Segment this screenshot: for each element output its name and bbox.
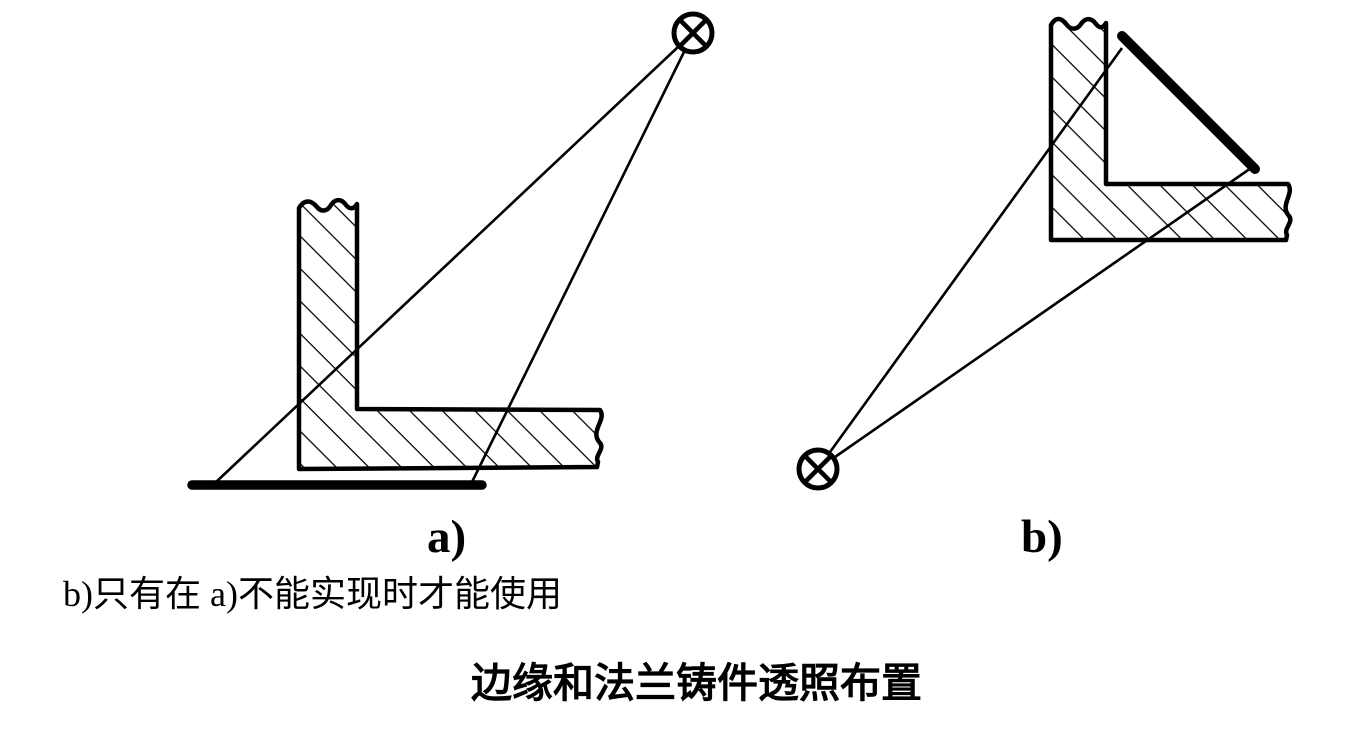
- film: [1117, 31, 1260, 174]
- panel-b: [796, 16, 1293, 491]
- beam-ray: [214, 46, 679, 484]
- figure-title: 边缘和法兰铸件透照布置: [471, 660, 922, 706]
- panel-b-label: b): [1021, 511, 1063, 563]
- panel-a: [187, 11, 715, 490]
- casting-cross-section: [296, 197, 604, 472]
- panel-a-label: a): [427, 511, 467, 563]
- casting-cross-section: [1048, 16, 1293, 243]
- radiation-source-icon: [796, 447, 840, 491]
- beam-ray: [470, 51, 686, 483]
- radiation-source-icon: [671, 11, 715, 55]
- beam-ray: [828, 47, 1124, 453]
- beam-ray: [834, 166, 1252, 459]
- figure-note: b)只有在 a)不能实现时才能使用: [63, 574, 562, 614]
